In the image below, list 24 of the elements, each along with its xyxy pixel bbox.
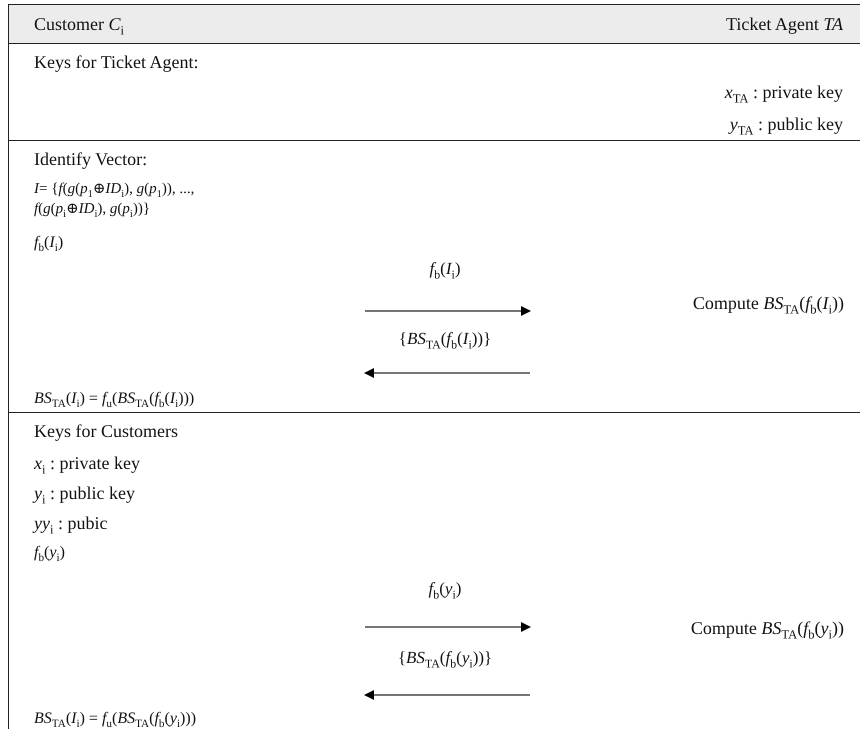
protocol-text: I= {f(g(p$_{1}$⊕ID$_{i}$), g(p$_{1}$)), ..., f(g(p$_{i}$⊕ID$_{i}$), g(p$_{i}$))} [34, 181, 196, 222]
column-heading: Customer C$_{i}$ [34, 14, 124, 39]
protocol-text: y$_{i}$ : public key [34, 483, 135, 508]
protocol-text: f$_{b}$(y$_{i}$) [34, 543, 65, 566]
compute-step-text: Compute BS$_{TA}$(f$_{b}$(y$_{i}$)) [601, 618, 844, 642]
column-heading: Ticket Agent TA [726, 14, 843, 36]
section-heading: Keys for Customers [34, 421, 178, 443]
header-band [8, 4, 860, 44]
protocol-text: x$_{TA}$ : private key [724, 82, 843, 107]
section-band [8, 412, 860, 729]
protocol-text: BS$_{TA}$(I$_{i}$) = f$_{u}$(BS$_{TA}$(f$_{b}$(y$_{i}$))) [34, 709, 196, 729]
section-heading: Identify Vector: [34, 149, 148, 171]
protocol-text: f$_{b}$(I$_{i}$) [34, 233, 64, 256]
section-heading: Keys for Ticket Agent: [34, 52, 198, 74]
protocol-text: BS$_{TA}$(I$_{i}$) = f$_{u}$(BS$_{TA}$(f$_{b}$(I$_{i}$))) [34, 389, 194, 412]
protocol-text: yy$_{i}$ : pubic [34, 513, 108, 538]
section-band [8, 140, 860, 412]
message-label: {BS$_{TA}$(f$_{b}$(y$_{i}$))} [398, 648, 492, 671]
compute-step-text: Compute BS$_{TA}$(f$_{b}$(I$_{i}$)) [601, 293, 844, 317]
message-label: f$_{b}$(y$_{i}$) [428, 579, 462, 602]
protocol-text: y$_{TA}$ : public key [730, 114, 843, 139]
message-label: f$_{b}$(I$_{i}$) [430, 259, 460, 282]
message-label: {BS$_{TA}$(f$_{b}$(I$_{i}$))} [398, 329, 492, 352]
protocol-text: x$_{i}$ : private key [34, 453, 140, 478]
